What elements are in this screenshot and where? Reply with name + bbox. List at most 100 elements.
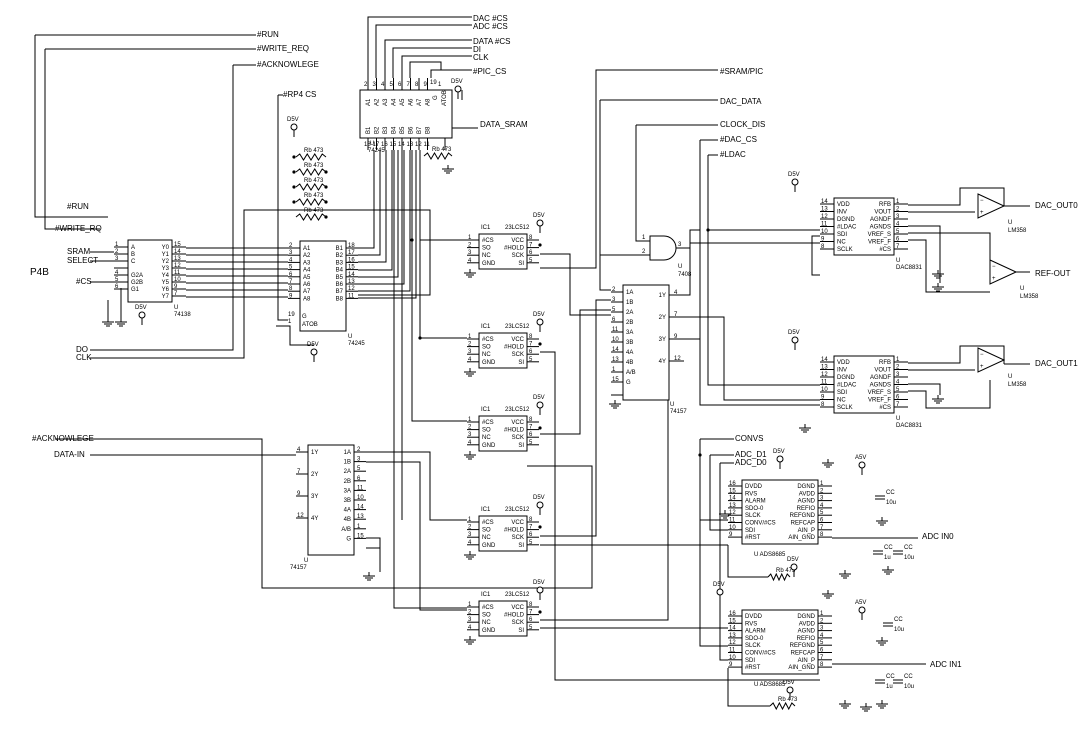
pin-number: 4 bbox=[115, 270, 119, 276]
pin-number: 5 bbox=[896, 229, 900, 235]
wire bbox=[358, 150, 393, 271]
ic-part: 23LC512 bbox=[505, 324, 530, 330]
pin-number: 15 bbox=[174, 242, 181, 248]
net-label-select: SELECT bbox=[67, 256, 98, 265]
opamp-minus: − bbox=[980, 198, 984, 204]
ic-ref: U bbox=[1008, 374, 1012, 380]
junction-dot bbox=[538, 243, 542, 247]
pin-name: SDO-0 bbox=[745, 636, 764, 642]
pin-name: G1 bbox=[131, 287, 140, 293]
wire bbox=[707, 155, 820, 231]
wire bbox=[908, 383, 941, 395]
pin-name: VREF_F bbox=[868, 398, 891, 404]
pin-name: SDI bbox=[745, 528, 755, 534]
power-label: D5V bbox=[135, 305, 147, 311]
pin-name: B1 bbox=[366, 126, 372, 134]
pin-name: #HOLD bbox=[504, 246, 525, 252]
pin-name: NC bbox=[482, 435, 491, 441]
pin-name: INV bbox=[837, 210, 847, 216]
pin-number: 10 bbox=[729, 525, 736, 531]
pin-name: SO bbox=[482, 528, 491, 534]
ic-ref: U bbox=[678, 264, 682, 270]
pin-number: 5 bbox=[289, 265, 293, 271]
pin-number: 18 bbox=[348, 243, 355, 249]
capacitor-ref: CC bbox=[904, 674, 913, 680]
wire bbox=[599, 100, 611, 291]
ground-symbol bbox=[822, 590, 834, 599]
pin-name: 1Y bbox=[659, 293, 666, 299]
pin-name: B4 bbox=[392, 126, 398, 134]
pin-name: A4 bbox=[392, 98, 398, 106]
pin-number: 17 bbox=[348, 250, 355, 256]
pin-number: 7 bbox=[529, 243, 533, 249]
adc-ads8685-2-body bbox=[741, 609, 819, 675]
pin-name: A bbox=[131, 245, 135, 251]
wire bbox=[90, 65, 234, 351]
ic-part: 23LC512 bbox=[505, 592, 530, 598]
pin-number: 6 bbox=[289, 272, 293, 278]
net-label-ref-out: REF-OUT bbox=[1035, 269, 1071, 278]
net-label-sram: SRAM bbox=[67, 247, 90, 256]
ground-symbol bbox=[932, 395, 944, 404]
pin-name: #CS bbox=[879, 405, 891, 411]
wire bbox=[908, 187, 1005, 206]
power-symbol: D5V bbox=[783, 680, 795, 700]
pin-number: 4 bbox=[381, 82, 385, 88]
pin-name: B2 bbox=[375, 126, 381, 134]
pin-number: 8 bbox=[529, 235, 533, 241]
opamp-minus: − bbox=[980, 352, 984, 358]
ic-ref: U bbox=[896, 258, 900, 264]
resistor-label: Rb 473 bbox=[304, 193, 324, 199]
pin-name: B bbox=[131, 252, 135, 258]
power-label: A5V bbox=[855, 600, 866, 606]
pin-number: 7 bbox=[407, 82, 411, 88]
power-symbol: D5V bbox=[787, 557, 799, 577]
wire bbox=[419, 240, 467, 339]
junction-dot bbox=[538, 426, 542, 430]
ground-symbol bbox=[860, 703, 872, 712]
pin-number: 4 bbox=[896, 380, 900, 386]
pin-number: 7 bbox=[289, 279, 293, 285]
adc-ads8685-2: DVDD16RVS15ALARM14SDO-013SLCK12CONV/#CS1… bbox=[728, 609, 832, 675]
capacitor-ref: CC bbox=[904, 545, 913, 551]
pin-number: 11 bbox=[348, 293, 355, 299]
wire bbox=[684, 242, 820, 296]
net-label-data-in: DATA-IN bbox=[54, 450, 85, 459]
wire bbox=[719, 463, 728, 661]
pin-number: 5 bbox=[529, 540, 533, 546]
net-label-clock-dis: CLOCK_DIS bbox=[720, 120, 765, 129]
pin-number: 16 bbox=[348, 257, 355, 263]
pin-name: SDI bbox=[837, 390, 847, 396]
adc-ads8685-1-body bbox=[741, 479, 819, 545]
pin-number: 1 bbox=[357, 524, 361, 530]
net-label-acknowlege: #ACKNOWLEGE bbox=[257, 60, 319, 69]
ic-ref: IC1 bbox=[481, 225, 491, 231]
pin-name: 4B bbox=[626, 360, 633, 366]
power-label: D5V bbox=[533, 495, 545, 501]
pin-number: 9 bbox=[821, 395, 825, 401]
sram-23lc512-3-body bbox=[478, 415, 528, 452]
pin-name: 3B bbox=[626, 340, 633, 346]
pin-number: 11 bbox=[821, 380, 828, 386]
pin-name: 1A bbox=[344, 450, 351, 456]
wire bbox=[908, 232, 991, 262]
pin-number: 8 bbox=[289, 286, 293, 292]
capacitor-value: 1u bbox=[886, 684, 893, 690]
opamp: −+ bbox=[977, 193, 1006, 219]
ground-symbol bbox=[609, 400, 621, 409]
pin-name: SCLK bbox=[837, 405, 853, 411]
net-label-di: DI bbox=[473, 45, 481, 54]
pin-name: #CS bbox=[482, 420, 494, 426]
pin-number: 13 bbox=[174, 256, 181, 262]
pin-number: 6 bbox=[612, 317, 616, 323]
ground-symbol bbox=[464, 269, 476, 278]
pin-name: AGND bbox=[798, 629, 816, 635]
pin-number: 10 bbox=[174, 277, 181, 283]
pin-name: CONV/#CS bbox=[745, 521, 776, 527]
pin-name: SCK bbox=[512, 620, 524, 626]
power-label: D5V bbox=[287, 117, 299, 123]
wire bbox=[409, 61, 442, 78]
pin-number: 3 bbox=[612, 297, 616, 303]
